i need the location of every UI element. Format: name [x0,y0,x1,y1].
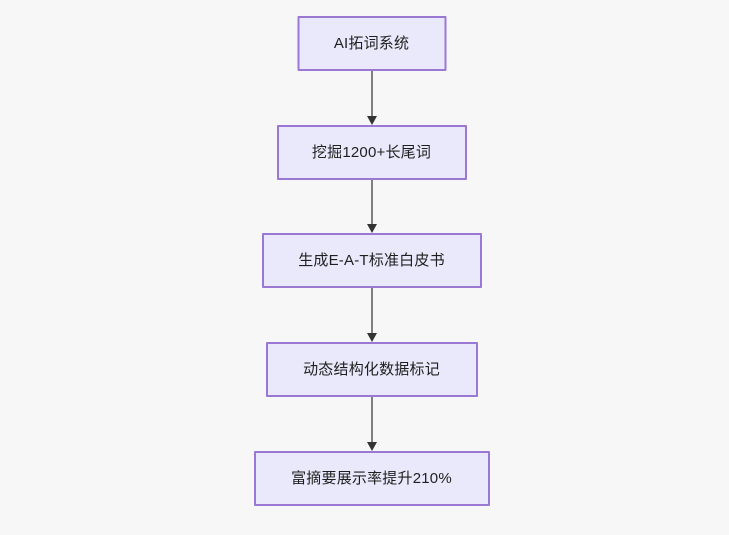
flowchart-edge-n2-n3 [366,180,378,233]
flowchart-node-n5[interactable]: 富摘要展示率提升210% [253,451,490,506]
flowchart-node-label: 挖掘1200+长尾词 [311,144,432,161]
flowchart-edge-n4-n5 [366,397,378,451]
flowchart-node-n4[interactable]: 动态结构化数据标记 [265,342,478,397]
edge-line [370,71,373,117]
edge-line [370,288,373,334]
arrow-down-icon [366,224,377,233]
arrow-down-icon [366,116,377,125]
arrow-down-icon [366,333,377,342]
edge-line [370,397,373,443]
flowchart-edge-n1-n2 [366,71,378,125]
flowchart-node-label: 生成E-A-T标准白皮书 [298,252,445,269]
flowchart-node-label: 动态结构化数据标记 [303,361,440,378]
arrow-down-icon [366,442,377,451]
flowchart-node-label: AI拓词系统 [333,35,410,52]
edge-line [370,180,373,225]
flowchart-node-n2[interactable]: 挖掘1200+长尾词 [276,125,467,180]
flowchart-node-label: 富摘要展示率提升210% [291,470,452,487]
flowchart-node-n3[interactable]: 生成E-A-T标准白皮书 [261,233,482,288]
flowchart-edge-n3-n4 [366,288,378,342]
flowchart-node-n1[interactable]: AI拓词系统 [297,16,446,71]
